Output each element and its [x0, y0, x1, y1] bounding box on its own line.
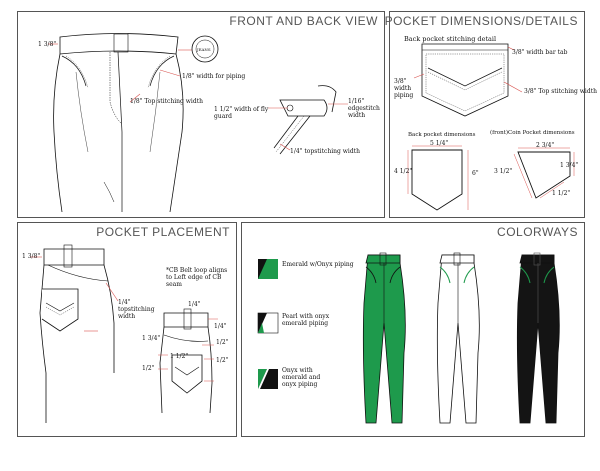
colorway-label-2: Pearl with onyx emerald piping: [282, 313, 330, 327]
front-jeans-drawing: [48, 33, 194, 213]
placement-dim-2: 1/4": [214, 323, 227, 330]
topstitch-width-label: 1/8" Top stitching width: [130, 98, 203, 105]
back-jeans-drawing: [30, 244, 119, 423]
button-icon: [191, 35, 219, 63]
swatch-emerald-onyx: [258, 259, 278, 279]
coin-left-dim: 3 1/2": [494, 168, 513, 175]
placement-waistband-label: 1 3/8": [22, 253, 41, 260]
back-side-dim: 4 1/2": [394, 168, 413, 175]
flyguard-width-label: 1 1/2" width of fly guard: [214, 106, 269, 120]
bartack-label: 3/8" width bar tab: [512, 49, 568, 56]
jeans-emerald: [362, 252, 406, 424]
colorways-panel: COLORWAYS Emerald w/Onyx piping Pearl wi…: [241, 222, 585, 437]
pocket-dimensions-panel: POCKET DIMENSIONS/DETAILS Back pocket st…: [385, 11, 597, 218]
coin-right-dim: 1 3/4": [560, 162, 579, 169]
front-back-title: FRONT AND BACK VIEW: [229, 14, 378, 28]
placement-dim-6: 1/2": [142, 365, 155, 372]
pocket-piping-label: 3/8" width piping: [394, 78, 414, 99]
waistband-width-label: 1 3/8": [38, 41, 57, 48]
back-top-dim: 5 1/4": [430, 140, 449, 147]
placement-detail-drawing: [158, 308, 218, 414]
swatch-onyx-emerald: [258, 369, 278, 389]
back-pocket-dims-title: Back pocket dimensions: [408, 132, 476, 138]
jeans-onyx: [516, 252, 560, 424]
placement-dim-1: 1/4": [188, 301, 201, 308]
fly-detail-drawing: [268, 85, 348, 155]
button-label: JEANS: [197, 47, 211, 52]
placement-dim-7: 1 3/4": [142, 335, 161, 342]
pocket-dimensions-title: POCKET DIMENSIONS/DETAILS: [384, 14, 578, 28]
beltloop-note: *CB Belt loop aligns to Left edge of CB …: [166, 267, 228, 288]
swatch-pearl-onyx: [257, 312, 279, 334]
stitching-detail-title: Back pocket stitching detail: [404, 35, 497, 43]
jeans-pearl: [436, 252, 480, 424]
placement-dim-3: 1/2": [216, 339, 229, 346]
colorway-label-3: Onyx with emerald and onyx piping: [282, 367, 321, 388]
coin-bottom-dim: 1 1/2": [552, 190, 571, 197]
placement-dim-5: 1 1/2": [170, 353, 189, 360]
pocket-placement-panel: POCKET PLACEMENT 1 3/8" 1/4" topstitchin…: [17, 222, 237, 437]
colorways-title: COLORWAYS: [497, 225, 578, 239]
placement-topstitch-label: 1/4" topstitching width: [118, 299, 155, 320]
colorway-label-1: Emerald w/Onyx piping: [282, 261, 354, 268]
coin-pocket-dims-title: (front)Coin Pocket dimensions: [490, 130, 575, 136]
piping-width-label: 1/8" width for piping: [182, 73, 246, 80]
pocket-dimension-shapes: [407, 145, 575, 211]
placement-dim-4: 1/2": [216, 357, 229, 364]
back-height-dim: 6": [472, 170, 479, 177]
fly-topstitch-label: 1/4" topstitching width: [290, 148, 360, 155]
pocket-placement-title: POCKET PLACEMENT: [96, 225, 230, 239]
coin-top-dim: 2 3/4": [536, 142, 555, 149]
back-pocket-detail-drawing: [413, 43, 523, 117]
front-back-panel: FRONT AND BACK VIEW JEANS: [17, 11, 385, 218]
pocket-topstitch-label: 3/8" Top stitching width: [524, 88, 597, 95]
edgestitch-width-label: 1/16" edgestitch width: [348, 98, 380, 119]
